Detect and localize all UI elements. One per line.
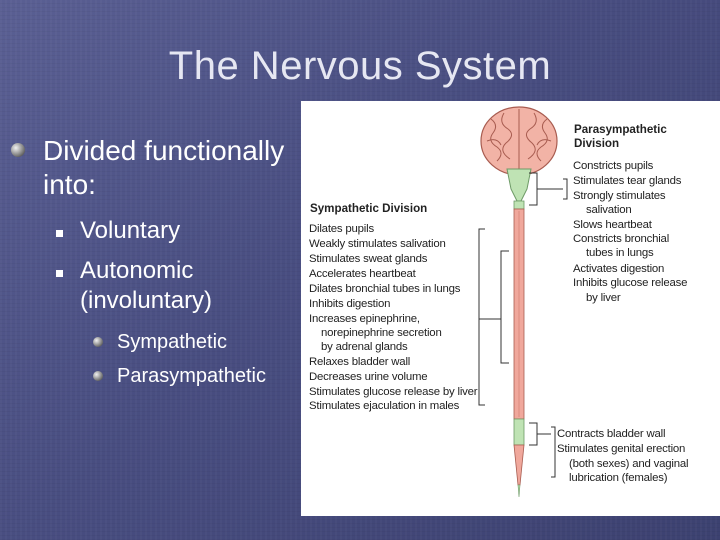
brain-spinal-cord-illustration bbox=[478, 106, 568, 498]
sympathetic-item: Dilates pupils bbox=[309, 223, 374, 235]
parasympathetic-item: tubes in lungs bbox=[586, 247, 654, 259]
parasympathetic-item: Constricts pupils bbox=[573, 160, 654, 172]
bullet-orb-icon bbox=[93, 337, 103, 347]
bullet-divided-functionally: Divided functionally into: bbox=[43, 135, 285, 200]
square-bullet-icon bbox=[56, 230, 63, 237]
brain-illustration bbox=[480, 106, 558, 176]
bullet-orb-icon bbox=[93, 371, 103, 381]
parasympathetic-item: Contracts bladder wall bbox=[557, 428, 666, 440]
slide-title: The Nervous System bbox=[168, 44, 552, 88]
sympathetic-item: Dilates bronchial tubes in lungs bbox=[309, 283, 461, 295]
sympathetic-item: norepinephrine secretion bbox=[321, 327, 442, 339]
parasympathetic-item: Inhibits glucose release bbox=[573, 277, 688, 289]
sympathetic-item: Inhibits digestion bbox=[309, 298, 391, 310]
parasympathetic-item: Activates digestion bbox=[573, 263, 665, 275]
bullet-sympathetic: Sympathetic bbox=[117, 331, 228, 353]
sympathetic-item: by adrenal glands bbox=[321, 341, 408, 353]
sympathetic-item: Accelerates heartbeat bbox=[309, 268, 416, 280]
parasympathetic-item: Constricts bronchial bbox=[573, 233, 670, 245]
parasympathetic-item: Strongly stimulates bbox=[573, 190, 666, 202]
sympathetic-item: Stimulates glucose release by liver bbox=[309, 386, 478, 398]
parasympathetic-item: Stimulates tear glands bbox=[573, 175, 682, 187]
parasympathetic-heading: Parasympathetic bbox=[574, 123, 667, 136]
sympathetic-item: Stimulates ejaculation in males bbox=[309, 400, 460, 412]
bullet-parasympathetic: Parasympathetic bbox=[117, 365, 266, 387]
parasympathetic-item: Stimulates genital erection bbox=[557, 443, 686, 455]
parasympathetic-item: salivation bbox=[586, 204, 632, 216]
parasympathetic-item: by liver bbox=[586, 292, 621, 304]
parasympathetic-item: (both sexes) and vaginal bbox=[569, 458, 689, 470]
bullet-orb-icon bbox=[11, 143, 25, 157]
parasympathetic-item: Slows heartbeat bbox=[573, 219, 652, 231]
sympathetic-item: Decreases urine volume bbox=[309, 371, 428, 383]
sympathetic-item: Increases epinephrine, bbox=[309, 313, 420, 325]
sympathetic-item: Relaxes bladder wall bbox=[309, 356, 411, 368]
parasympathetic-item: lubrication (females) bbox=[569, 472, 668, 484]
square-bullet-icon bbox=[56, 270, 63, 277]
bullet-autonomic: Autonomic (involuntary) bbox=[80, 257, 213, 314]
autonomic-nervous-system-diagram: Sympathetic Division Dilates pupils Weak… bbox=[301, 101, 720, 516]
sympathetic-item: Stimulates sweat glands bbox=[309, 253, 428, 265]
parasympathetic-heading: Division bbox=[574, 137, 620, 150]
sympathetic-item: Weakly stimulates salivation bbox=[309, 238, 446, 250]
sympathetic-heading: Sympathetic Division bbox=[310, 202, 428, 215]
bullet-voluntary: Voluntary bbox=[80, 217, 181, 244]
